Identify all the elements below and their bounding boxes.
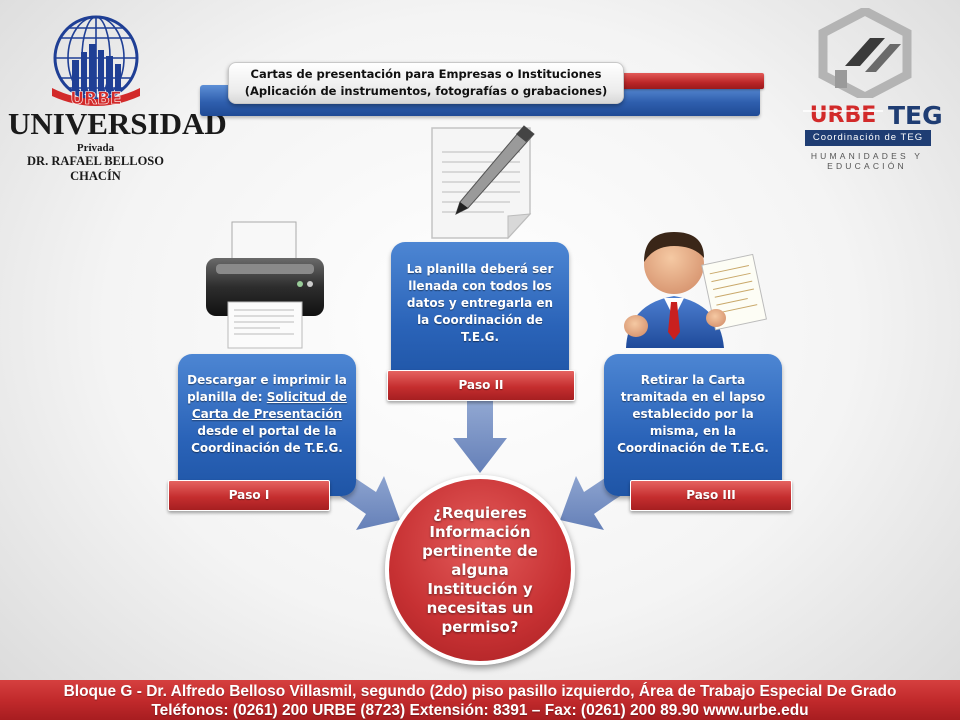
step-3-box: Retirar la Carta tramitada en el lapso e… xyxy=(604,354,782,496)
step-2-label: Paso II xyxy=(387,370,575,401)
page-title: Cartas de presentación para Empresas o I… xyxy=(228,62,624,104)
notepad-pen-icon xyxy=(431,125,535,240)
step-3-text: Retirar la Carta tramitada en el lapso e… xyxy=(617,372,769,455)
step-2-text: La planilla deberá ser llenada con todos… xyxy=(406,261,554,344)
printer-icon xyxy=(206,221,324,349)
step-1-text-after: desde el portal de la Coordinación de T.… xyxy=(191,423,343,455)
header-red-bar xyxy=(612,73,764,89)
center-question-circle: ¿Requieres Información pertinente de alg… xyxy=(385,475,575,665)
svg-text:URBE: URBE xyxy=(810,103,877,128)
teg-tagline: HUMANIDADES Y EDUCACIÓN xyxy=(810,151,924,171)
arrow-down-center xyxy=(453,398,507,473)
footer-bar: Bloque G - Dr. Alfredo Belloso Villasmil… xyxy=(0,680,960,720)
globe-logo-icon: URBE xyxy=(52,15,140,108)
hexagon-logo-icon xyxy=(818,8,912,98)
businessman-icon xyxy=(624,232,768,348)
title-line-1: Cartas de presentación para Empresas o I… xyxy=(250,67,602,81)
step-2-box: La planilla deberá ser llenada con todos… xyxy=(391,242,569,384)
step-1-form-link[interactable]: Solicitud de Carta de Presentación xyxy=(191,389,347,421)
university-type: Privada xyxy=(76,142,115,154)
teg-logo: URBE TEG Coordinación de TEG HUMANIDADES… xyxy=(775,8,955,171)
step-1-text-before: Descargar e imprimir la planilla de: xyxy=(187,372,347,404)
footer-contact: Teléfonos: (0261) 200 URBE (8723) Extens… xyxy=(151,702,809,719)
title-line-2: (Aplicación de instrumentos, fotografías… xyxy=(244,84,608,98)
university-founder: DR. RAFAEL BELLOSO CHACÍN xyxy=(27,154,164,183)
svg-text:URBE: URBE xyxy=(70,89,121,108)
teg-wordmark: TEG xyxy=(888,101,943,130)
footer-address: Bloque G - Dr. Alfredo Belloso Villasmil… xyxy=(63,683,897,700)
step-1-text: Descargar e imprimir la planilla de: Sol… xyxy=(184,372,350,457)
step-1-box: Descargar e imprimir la planilla de: Sol… xyxy=(178,354,356,496)
step-1-label: Paso I xyxy=(168,480,330,511)
center-question-text: ¿Requieres Información pertinente de alg… xyxy=(422,503,538,636)
teg-coordination-label: Coordinación de TEG xyxy=(805,130,931,146)
urbe-mark-icon: URBE xyxy=(803,103,883,128)
step-3-label: Paso III xyxy=(630,480,792,511)
